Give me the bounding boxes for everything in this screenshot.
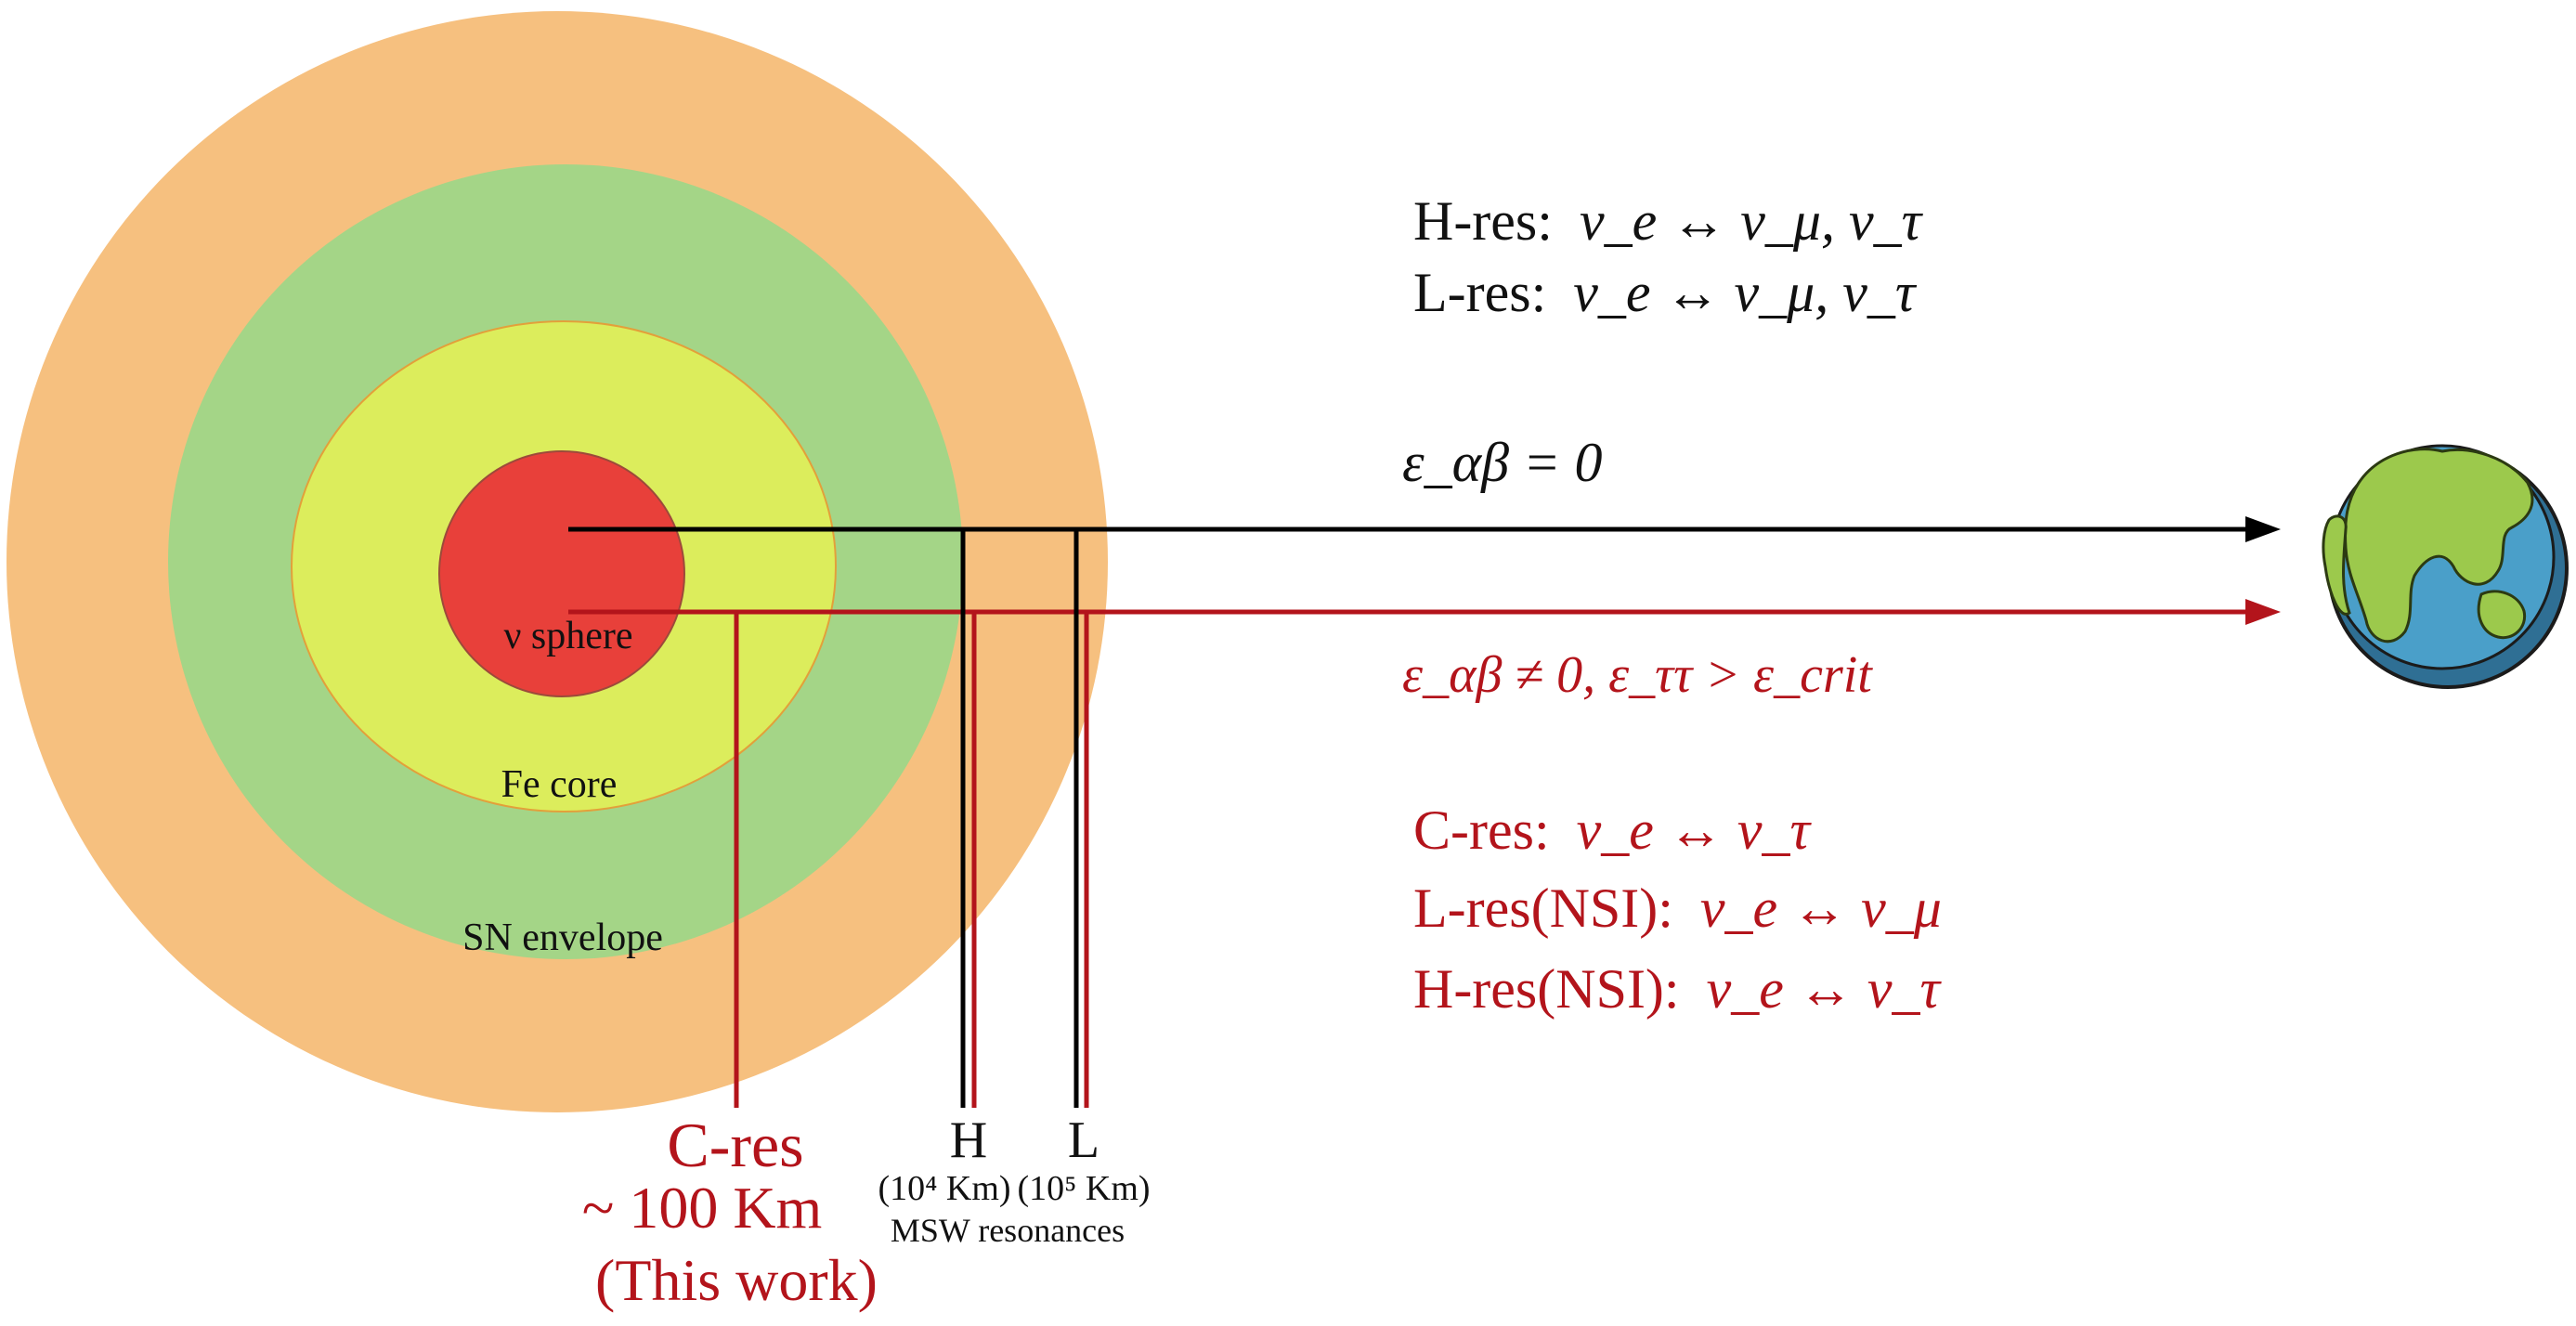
c-res-marker-label: C-res <box>667 1110 803 1180</box>
nsi-condition: ε_αβ ≠ 0, ε_ττ > ε_crit <box>1402 646 1873 704</box>
l-marker-label: L <box>1068 1112 1099 1169</box>
nsi-resonances-block: ε_αβ ≠ 0, ε_ττ > ε_crit C-res: ν_e ↔ ν_τ… <box>1402 646 1942 1020</box>
h-res-prefix: H-res: <box>1413 190 1553 252</box>
h-res-line: H-res: ν_e ↔ ν_μ, ν_τ <box>1413 190 1924 252</box>
nsi-arrowhead-icon <box>2245 599 2281 625</box>
standard-path <box>568 516 2281 542</box>
c-res-prefix: C-res: <box>1413 800 1550 861</box>
l-distance-label: (10⁵ Km) <box>1017 1169 1150 1208</box>
c-res-distance: ~ 100 Km <box>582 1175 823 1241</box>
h-res-relation: ν_e ↔ ν_μ, ν_τ <box>1580 190 1924 252</box>
l-res-nsi-relation: ν_e ↔ ν_μ <box>1700 878 1942 939</box>
l-res-relation: ν_e ↔ ν_μ, ν_τ <box>1573 262 1918 323</box>
c-res-relation: ν_e ↔ ν_τ <box>1577 800 1813 861</box>
nu-sphere-region <box>438 450 685 697</box>
standard-condition: ε_αβ = 0 <box>1402 432 1603 493</box>
c-res-line: C-res: ν_e ↔ ν_τ <box>1413 800 1813 861</box>
h-distance-label: (10⁴ Km) <box>878 1169 1010 1208</box>
h-marker-label: H <box>950 1112 987 1169</box>
nsi-path <box>568 599 2281 625</box>
nu-sphere-label: ν sphere <box>503 615 632 657</box>
l-res-nsi-prefix: L-res(NSI): <box>1413 878 1673 939</box>
l-res-line: L-res: ν_e ↔ ν_μ, ν_τ <box>1413 262 1918 323</box>
h-res-nsi-line: H-res(NSI): ν_e ↔ ν_τ <box>1413 958 1942 1020</box>
c-res-note: (This work) <box>595 1247 878 1313</box>
supernova-layers <box>7 11 1108 1112</box>
standard-arrowhead-icon <box>2245 516 2281 542</box>
l-res-nsi-line: L-res(NSI): ν_e ↔ ν_μ <box>1413 878 1942 939</box>
resonance-lines <box>734 529 1089 1108</box>
h-res-nsi-relation: ν_e ↔ ν_τ <box>1707 958 1943 1020</box>
h-res-nsi-prefix: H-res(NSI): <box>1413 958 1680 1020</box>
fe-core-label: Fe core <box>501 763 618 806</box>
msw-resonances-caption: MSW resonances <box>891 1212 1125 1249</box>
standard-resonances-block: H-res: ν_e ↔ ν_μ, ν_τ L-res: ν_e ↔ ν_μ, … <box>1402 190 1924 493</box>
earth-globe-icon <box>2322 444 2569 689</box>
sn-envelope-label: SN envelope <box>462 916 663 959</box>
l-res-prefix: L-res: <box>1413 262 1546 323</box>
